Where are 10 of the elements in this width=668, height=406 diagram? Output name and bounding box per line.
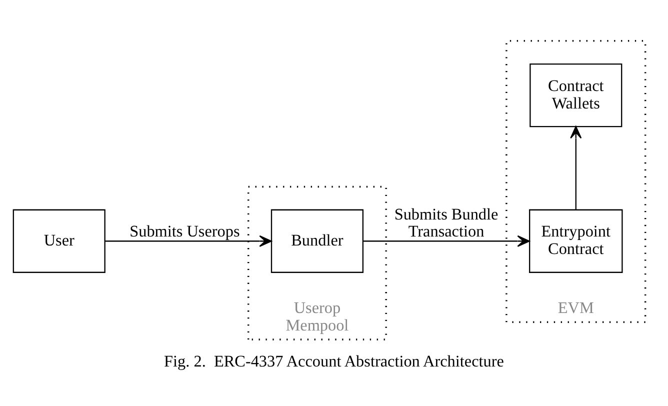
node-box: Entrypoint Contract [529, 208, 623, 272]
arrow [105, 234, 272, 246]
node-box: Bundler [270, 208, 364, 272]
edge-label: Submits Bundle Transaction [394, 204, 498, 240]
node-box: User [12, 208, 106, 272]
arrow [363, 234, 530, 246]
caption: Fig. 2. ERC-4337 Account Abstraction Architecture [164, 352, 504, 370]
arrow [570, 126, 582, 210]
edge-label: Submits Userops [130, 222, 240, 240]
node-box: Contract Wallets [530, 62, 622, 127]
